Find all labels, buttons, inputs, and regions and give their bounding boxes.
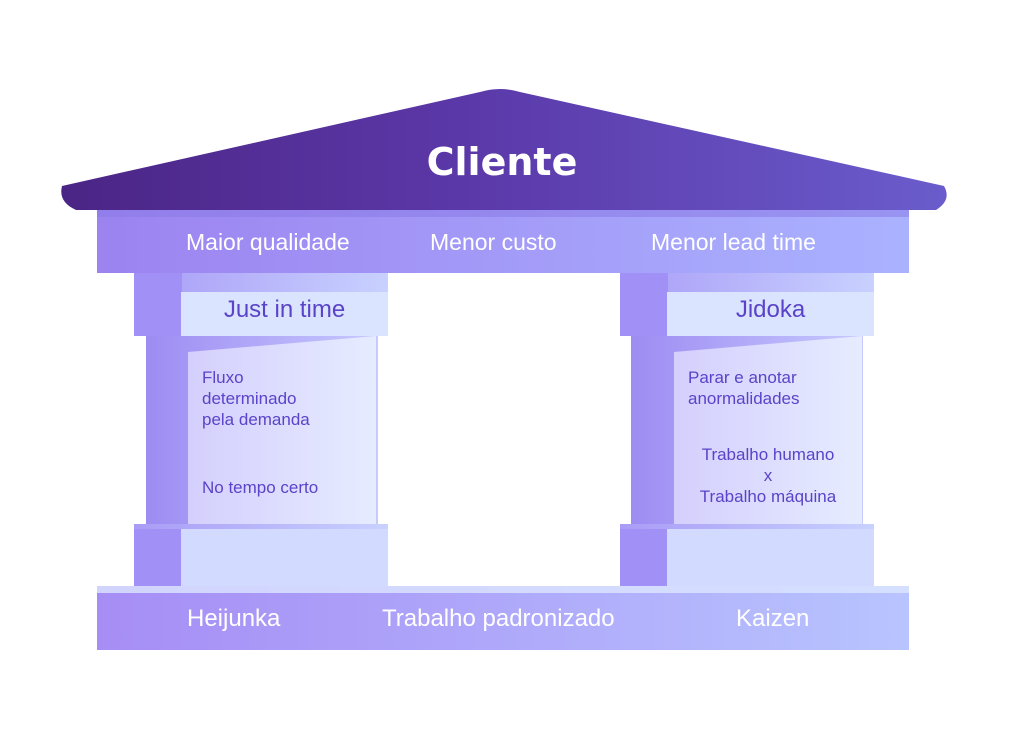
pillar-right-title: Jidoka — [735, 296, 806, 323]
pillar-left — [134, 273, 388, 586]
foundation-item-standard-work: Trabalho padronizado — [382, 605, 615, 632]
foundation-item-kaizen: Kaizen — [736, 605, 810, 632]
roof-title: Cliente — [426, 140, 578, 184]
beam-item-cost: Menor custo — [430, 229, 557, 255]
foundation — [97, 586, 909, 650]
pillar-left-item-1: Fluxo determinado pela demanda — [202, 368, 310, 429]
pillar-left-item-2: No tempo certo — [202, 478, 319, 497]
beam-item-lead-time: Menor lead time — [651, 229, 816, 255]
pillar-left-title: Just in time — [223, 296, 346, 323]
beam-item-quality: Maior qualidade — [186, 229, 350, 255]
pillar-right-item-1: Parar e anotar anormalidades — [688, 368, 800, 408]
pillar-right-item-2: Trabalho humano x Trabalho máquina — [699, 445, 837, 506]
roof — [61, 89, 947, 210]
beam — [97, 210, 909, 273]
pillar-right — [620, 273, 874, 586]
foundation-item-heijunka: Heijunka — [187, 605, 281, 632]
